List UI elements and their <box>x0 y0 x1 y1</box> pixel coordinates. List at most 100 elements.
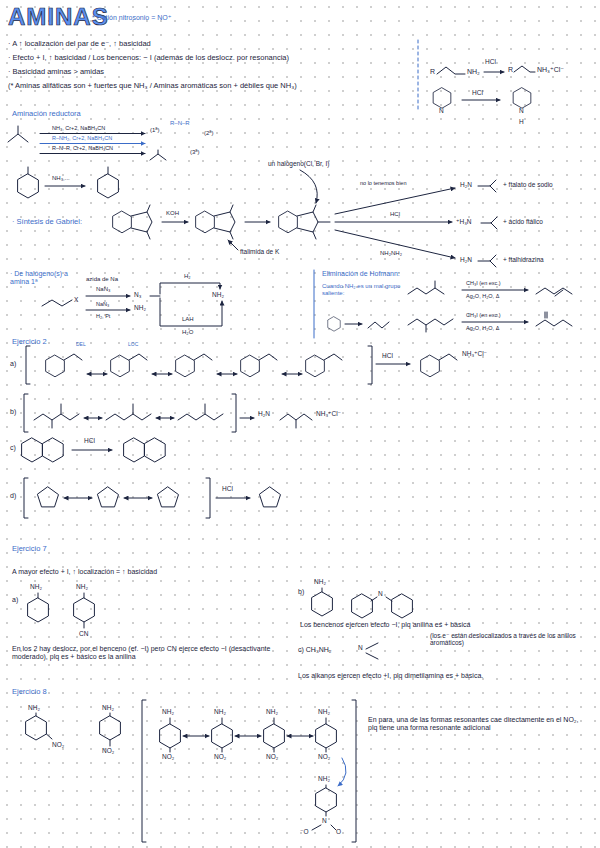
chem-label: N <box>519 107 524 114</box>
chem-label: c) CH₃NH₂ <box>298 646 332 654</box>
bond-line <box>462 290 528 291</box>
ring-symbol <box>46 355 65 377</box>
chem-label: NH₂ <box>318 775 330 782</box>
bond-line <box>297 212 318 232</box>
chem-label: H <box>519 118 524 125</box>
ring-symbol <box>26 716 47 740</box>
chem-label: CH₃I (en exc.) <box>466 280 501 286</box>
chem-label: NaN₃ <box>96 301 109 307</box>
gabriel-synthesis <box>113 170 497 267</box>
bond-line <box>86 296 130 297</box>
bond-line <box>205 404 206 414</box>
bond-line <box>386 597 392 601</box>
note-text: (los e⁻ están deslocalizados a través de… <box>430 632 580 647</box>
sketch-shape <box>142 700 146 842</box>
chem-label: H₂, Pt <box>96 313 110 319</box>
chem-label: azida de Na <box>86 276 118 283</box>
bond-line <box>326 748 327 752</box>
sketch-shape <box>24 394 28 432</box>
chem-label: c) <box>10 444 16 452</box>
chem-label: R <box>508 66 513 74</box>
chem-label: (1ª) <box>150 127 160 134</box>
sketch-shape <box>26 346 30 384</box>
chem-label: N₃ <box>134 291 141 298</box>
chem-label: NH₂ <box>212 291 224 298</box>
chem-label: NO₂ <box>162 753 174 760</box>
chem-label: (* Aminas alifáticas son + fuertes que N… <box>8 82 297 91</box>
bond-line <box>38 593 39 598</box>
ring-symbol <box>433 88 451 108</box>
sketch-shape <box>206 478 210 518</box>
chem-label: LAH <box>182 316 194 323</box>
bond-line <box>84 418 102 419</box>
hofmann-elimination <box>314 270 572 338</box>
bond-line <box>133 404 134 414</box>
azide-route <box>42 283 222 326</box>
bond-line <box>222 718 223 724</box>
heading-note: · Síntesis de Gabriel: <box>12 218 82 227</box>
chem-label: N <box>358 644 363 651</box>
ring-symbol <box>74 598 95 622</box>
chem-label: NH₂ <box>162 708 174 715</box>
sketch-shape <box>300 170 317 203</box>
bond-line <box>326 785 327 788</box>
ring-symbol <box>328 317 340 331</box>
chem-label: · Efecto + I, ↑ basicidad / Los bencenos… <box>8 54 289 63</box>
chem-label: NH₂NH₂ <box>380 250 402 257</box>
bond-line <box>439 354 457 360</box>
bond-line <box>418 40 419 112</box>
chem-label: HCl <box>84 437 95 444</box>
ring-symbol <box>18 174 39 198</box>
chem-label: ⁺H₃N <box>456 218 471 225</box>
chem-label: ⁻O <box>300 828 309 835</box>
bond-line <box>87 374 107 375</box>
chem-label: NH₂ <box>467 68 480 76</box>
chem-label: O <box>336 828 341 835</box>
ring-symbol <box>98 174 119 198</box>
bond-line <box>324 354 342 360</box>
bond-line <box>72 450 112 451</box>
ring-symbol <box>306 355 325 377</box>
ring-symbol <box>100 716 121 740</box>
chem-label: + ácido ftálico <box>503 218 543 225</box>
bond-line <box>335 188 455 214</box>
chem-label: HCl <box>485 58 496 65</box>
heading-note: Ejercicio 7 <box>12 545 47 554</box>
exercise-2b <box>24 394 312 432</box>
bond-line <box>314 270 315 338</box>
bond-line <box>484 72 504 73</box>
ring-symbol <box>392 594 413 618</box>
bond-line <box>326 718 327 724</box>
chem-label: NaN₃ <box>96 286 110 293</box>
bond-line <box>28 167 29 174</box>
bond-line <box>462 100 500 101</box>
chem-label: NH₂ <box>314 578 326 585</box>
bond-line <box>280 414 312 420</box>
exercise-2a <box>26 346 457 384</box>
bond-line <box>129 354 147 360</box>
bond-line <box>61 404 62 414</box>
chem-label: Ag₂O, H₂O, Δ <box>466 293 499 299</box>
bond-line <box>162 222 188 223</box>
heading-note: Aminación reductora <box>12 110 81 119</box>
chem-label: H₂O <box>182 329 193 336</box>
bond-line <box>214 212 235 232</box>
bond-line <box>345 324 362 325</box>
bond-line <box>376 364 410 365</box>
sketch-shape <box>368 346 372 384</box>
ring-symbol <box>111 355 130 377</box>
bond-line <box>313 232 316 239</box>
bond-line <box>490 186 496 192</box>
chem-label: (2ª) <box>204 130 214 137</box>
ring-symbol <box>144 438 165 462</box>
chem-label: N <box>378 590 383 597</box>
chem-label: HCl <box>390 211 400 218</box>
ring-symbol <box>22 438 43 462</box>
chem-label: NO₂ <box>52 741 64 748</box>
bond-line <box>368 322 389 328</box>
note-text: En para, una de las formas resonantes ca… <box>368 716 583 732</box>
bond-line <box>147 232 150 239</box>
ring-symbol <box>176 355 195 377</box>
basicity-examples <box>418 40 535 112</box>
bond-line <box>274 718 275 724</box>
